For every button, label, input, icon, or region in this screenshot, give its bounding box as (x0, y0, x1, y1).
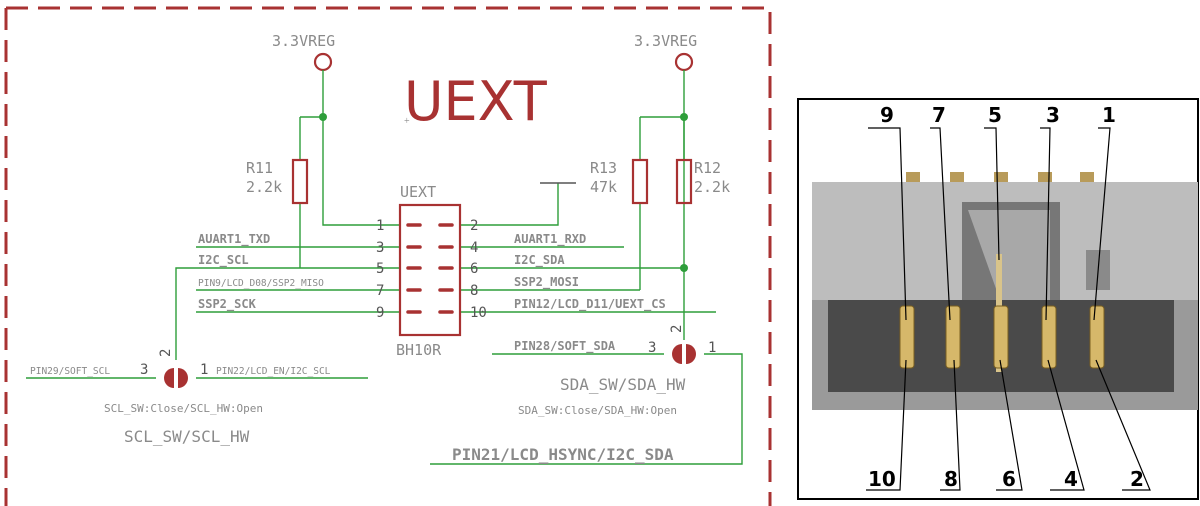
power-label-left: 3.3VREG (272, 32, 335, 50)
pin-label-top: 7 (932, 103, 946, 127)
pin-label-top: 9 (880, 103, 894, 127)
pin-label-bottom: 6 (1002, 467, 1016, 491)
pin-number: 3 (648, 340, 656, 356)
header-value: BH10R (396, 341, 442, 359)
jumper-name: SCL_SW/SCL_HW (124, 427, 250, 446)
resistor-value: 47k (590, 178, 617, 196)
pin-number: 1 (708, 340, 716, 356)
pin-label-top: 1 (1102, 103, 1116, 127)
pin-label-bottom: 10 (868, 467, 896, 491)
pin-number: 1 (376, 218, 384, 234)
header-name: UEXT (400, 183, 436, 201)
net-label: I2C_SCL (198, 253, 249, 268)
net-label: PIN21/LCD_HSYNC/I2C_SDA (452, 445, 674, 464)
pin-number: 6 (470, 261, 478, 277)
uext-header: UEXT BH10R (396, 183, 462, 359)
jumper-scl: PIN29/SOFT_SCL 3 1 PIN22/LCD_EN/I2C_SCL … (30, 349, 331, 446)
pin-number: 8 (470, 283, 478, 299)
resistor-value: 2.2k (246, 178, 282, 196)
jumper-sda: PIN28/SOFT_SDA 3 1 2 SDA_SW/SDA_HW SDA_S… (452, 325, 716, 464)
wires (26, 70, 743, 465)
resistor-value: 2.2k (694, 178, 730, 196)
resistor-name: R11 (246, 159, 273, 177)
pin-label-top: 5 (988, 103, 1002, 127)
origin-mark: + (404, 116, 410, 127)
net-label: PIN12/LCD_D11/UEXT_CS (514, 297, 666, 312)
pin-label-top: 3 (1046, 103, 1060, 127)
pin-number: 4 (470, 240, 478, 256)
resistor-r12: R12 2.2k (675, 158, 730, 205)
net-labels-right: AUART1_RXD I2C_SDA SSP2_MOSI PIN12/LCD_D… (514, 232, 666, 312)
jumper-description: SCL_SW:Close/SCL_HW:Open (104, 402, 263, 415)
pin-number: 2 (470, 218, 478, 234)
resistor-name: R13 (590, 159, 617, 177)
power-symbol-left (313, 52, 333, 72)
pin-number: 7 (376, 283, 384, 299)
pin-label-bottom: 2 (1130, 467, 1144, 491)
pin-number: 9 (376, 305, 384, 321)
net-label: PIN22/LCD_EN/I2C_SCL (216, 366, 331, 377)
resistor-r13: R13 47k (590, 158, 649, 205)
schematic: UEXT + 3.3VREG 3.3VREG (4, 6, 772, 506)
net-label: PIN28/SOFT_SDA (514, 339, 616, 354)
net-label: SSP2_MOSI (514, 275, 579, 290)
net-label: I2C_SDA (514, 253, 565, 268)
pin-numbers-right: 2 4 6 8 10 (470, 218, 487, 321)
schematic-title: UEXT (404, 70, 548, 133)
connector-photo: 9 7 5 3 1 10 8 6 4 2 (797, 98, 1199, 500)
pin-numbers-left: 1 3 5 7 9 (376, 218, 384, 321)
pin-number: 3 (376, 240, 384, 256)
junction (319, 113, 327, 121)
junction (680, 113, 688, 121)
pin-number: 10 (470, 305, 487, 321)
pin-number: 1 (200, 362, 208, 378)
net-label: AUART1_RXD (514, 232, 586, 247)
resistor-r11: R11 2.2k (246, 158, 309, 205)
frame-border (6, 6, 772, 506)
pin-number: 2 (669, 325, 685, 333)
pin-number: 5 (376, 261, 384, 277)
net-label: PIN29/SOFT_SCL (30, 366, 110, 377)
jumper-description: SDA_SW:Close/SDA_HW:Open (518, 404, 677, 417)
power-symbol-right (674, 52, 694, 72)
net-label: SSP2_SCK (198, 297, 257, 312)
net-labels-left: AUART1_TXD I2C_SCL PIN9/LCD_D08/SSP2_MIS… (198, 232, 324, 312)
net-label: AUART1_TXD (198, 232, 270, 247)
pin-label-bottom: 4 (1064, 467, 1078, 491)
pin-number: 2 (158, 349, 174, 357)
jumper-name: SDA_SW/SDA_HW (560, 375, 686, 394)
pin-number: 3 (140, 362, 148, 378)
junction (680, 264, 688, 272)
net-label: PIN9/LCD_D08/SSP2_MISO (198, 278, 324, 289)
resistor-name: R12 (694, 159, 721, 177)
pin-label-bottom: 8 (944, 467, 958, 491)
power-label-right: 3.3VREG (634, 32, 697, 50)
